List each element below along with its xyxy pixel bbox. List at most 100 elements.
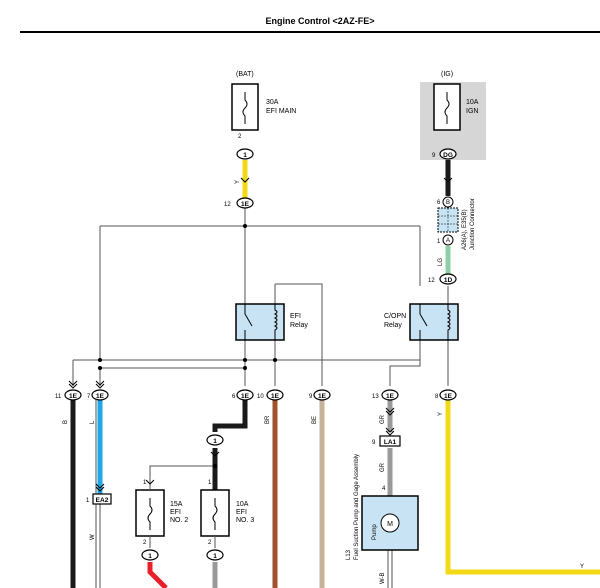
relay-copn: C/OPN Relay xyxy=(384,303,459,341)
chevron-arrows xyxy=(68,177,453,492)
bat-label: (BAT) xyxy=(236,71,254,78)
fuse-efi-main: 30A EFI MAIN (BAT) 2 xyxy=(231,71,296,140)
svg-text:B: B xyxy=(63,420,69,424)
pump-pin: 4 xyxy=(382,486,386,492)
relay-copn-line2: Relay xyxy=(384,322,402,329)
conn-la1: LA1 9 xyxy=(372,435,401,447)
conn-bot-6: 1E 6 xyxy=(232,389,254,401)
svg-text:9: 9 xyxy=(432,153,436,159)
page-title: Engine Control <2AZ-FE> xyxy=(265,16,374,26)
junction-connector: B 6 A 1 A26(A), E35(B) Junction Connecto… xyxy=(437,196,476,250)
pump-symbol: M xyxy=(387,521,393,528)
svg-text:1E: 1E xyxy=(69,393,78,400)
conn-ig-1d: 1D 12 xyxy=(428,273,457,285)
svg-text:1E: 1E xyxy=(444,393,453,400)
svg-text:6: 6 xyxy=(232,394,236,400)
fuse-efi-main-name: EFI MAIN xyxy=(266,108,296,115)
svg-text:12: 12 xyxy=(224,202,231,208)
svg-text:1: 1 xyxy=(213,553,217,560)
relay-efi: EFI Relay xyxy=(235,303,308,341)
svg-text:LG: LG xyxy=(438,258,444,266)
pump-assembly: M Pump 4 L13 Fuel Suction Pump and Gage … xyxy=(346,454,419,560)
svg-text:10: 10 xyxy=(257,394,264,400)
ig-label: (IG) xyxy=(441,71,453,78)
efi2-pin-bot: 2 xyxy=(143,540,147,546)
svg-text:1E: 1E xyxy=(96,393,105,400)
jc-pin-b-no: 6 xyxy=(437,200,441,206)
svg-text:1: 1 xyxy=(243,152,247,159)
svg-text:BE: BE xyxy=(312,416,318,424)
wire-color-labels: Y LG B L BR BE GR GR Y Y W W-B xyxy=(63,180,584,584)
fuse-efi-no2: 15A EFI NO. 2 1 2 xyxy=(135,480,188,548)
fuse-efi-no3-amp: 10A xyxy=(236,501,249,508)
conn-bot-7: 1E 7 xyxy=(87,389,109,401)
fuse-efi-no3: 10A EFI NO. 3 1 2 xyxy=(200,480,254,548)
svg-text:BR: BR xyxy=(265,415,271,424)
svg-text:Y: Y xyxy=(235,180,241,184)
svg-text:Y: Y xyxy=(438,412,444,416)
efi3-pin-bot: 2 xyxy=(208,540,212,546)
svg-text:8: 8 xyxy=(435,394,439,400)
svg-text:1E: 1E xyxy=(271,393,280,400)
relay-efi-line2: Relay xyxy=(290,322,308,329)
svg-text:LA1: LA1 xyxy=(384,439,397,446)
fuse-efi-no3-name2: NO. 3 xyxy=(236,517,254,524)
conn-ig-1e: 1E 12 xyxy=(224,197,254,209)
wire-black-efi3 xyxy=(212,400,248,432)
wire-red-efi2-out xyxy=(147,562,168,588)
fuse-efi-no2-name1: EFI xyxy=(170,509,181,516)
jc-pin-a-no: 1 xyxy=(437,239,441,245)
conn-ig-dg: DG 9 xyxy=(432,148,457,160)
svg-text:GR: GR xyxy=(380,414,386,424)
pump-component: L13 xyxy=(346,549,352,560)
svg-text:L: L xyxy=(90,420,96,424)
fuse-efi-main-amp: 30A xyxy=(266,99,279,106)
conn-bot-10: 1E 10 xyxy=(257,389,284,401)
pump-label: Pump xyxy=(372,524,378,540)
conn-efi3-out: 1 xyxy=(206,549,224,561)
relay-copn-line1: C/OPN xyxy=(384,313,406,320)
svg-text:7: 7 xyxy=(87,394,91,400)
svg-text:9: 9 xyxy=(372,440,376,446)
efi2-pin-top: 1 xyxy=(143,480,147,486)
svg-text:1D: 1D xyxy=(444,277,453,284)
fuse-ign: 10A IGN (IG) xyxy=(433,71,479,131)
svg-text:9: 9 xyxy=(309,394,313,400)
wire-yellow-y xyxy=(445,400,600,575)
thin-wires xyxy=(72,208,449,588)
pump-name: Fuel Suction Pump and Gage Assembly xyxy=(354,454,360,560)
efi3-pin-top: 1 xyxy=(208,480,212,486)
jc-code: A26(A), E35(B) xyxy=(462,209,468,250)
fuse-ign-name: IGN xyxy=(466,108,478,115)
svg-text:1: 1 xyxy=(213,438,217,445)
svg-text:GR: GR xyxy=(380,462,386,472)
fuse-efi-no2-amp: 15A xyxy=(170,501,183,508)
colored-wires xyxy=(70,160,600,588)
relay-efi-line1: EFI xyxy=(290,313,301,320)
conn-bot-8: 1E 8 xyxy=(435,389,457,401)
jc-name: Junction Connector xyxy=(470,198,476,250)
svg-text:1E: 1E xyxy=(318,393,327,400)
svg-text:DG: DG xyxy=(443,152,453,159)
svg-text:EA2: EA2 xyxy=(96,497,109,504)
svg-text:1E: 1E xyxy=(241,201,250,208)
bat-pin: 2 xyxy=(238,134,242,140)
svg-text:Y: Y xyxy=(580,564,584,570)
conn-ea2: EA2 1 xyxy=(86,493,112,505)
svg-text:W: W xyxy=(90,534,96,540)
svg-text:1: 1 xyxy=(148,553,152,560)
svg-text:12: 12 xyxy=(428,278,435,284)
svg-text:1E: 1E xyxy=(386,393,395,400)
conn-bat-1: 1 xyxy=(236,148,254,160)
svg-text:W-B: W-B xyxy=(380,572,386,584)
conn-bot-13: 1E 13 xyxy=(372,389,399,401)
conn-bot-9: 1E 9 xyxy=(309,389,331,401)
svg-text:1: 1 xyxy=(86,498,90,504)
conn-efi2-out: 1 xyxy=(141,549,159,561)
fuse-efi-no2-name2: NO. 2 xyxy=(170,517,188,524)
splice-dots xyxy=(98,224,277,468)
svg-text:1E: 1E xyxy=(241,393,250,400)
svg-text:13: 13 xyxy=(372,394,379,400)
